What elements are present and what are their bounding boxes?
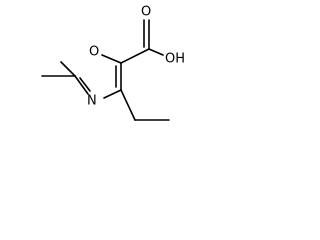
bond-c5-o1 [101, 54, 122, 64]
bond-c2-n3 [74, 75, 89, 95]
bond-o1-c2 [60, 61, 76, 77]
bond-n3-c4 [103, 89, 122, 99]
hydroxyl-label: OH [165, 52, 185, 67]
ring-oxygen-label: O [89, 45, 99, 60]
chemical-structure: O N O OH [41, 5, 185, 121]
carbonyl-oxygen-label: O [141, 5, 151, 20]
ring-nitrogen-label: N [87, 94, 97, 109]
bond-c2-n3-double [79, 77, 91, 92]
bond-c5-carboxyl [120, 48, 150, 64]
bond-c4-ethyl [120, 89, 136, 121]
bond-carboxyl-oh [148, 48, 164, 56]
